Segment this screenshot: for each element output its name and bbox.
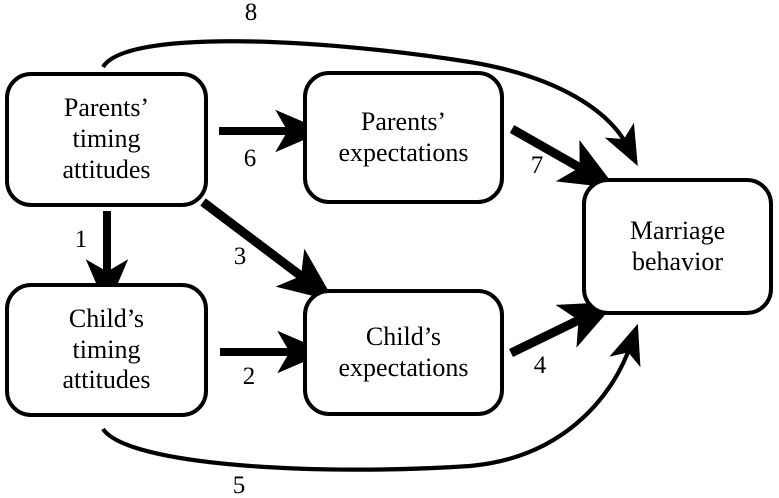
edge-label-3: 3	[233, 243, 247, 270]
node-parents-timing-attitudes[interactable]: Parents’ timing attitudes	[5, 72, 208, 207]
node-parents-expectations[interactable]: Parents’ expectations	[303, 71, 504, 204]
node-child-expectations[interactable]: Child’s expectations	[303, 289, 504, 416]
edge-label-6: 6	[243, 145, 257, 172]
edge-label-4: 4	[533, 352, 547, 379]
edge-7-arrow	[509, 125, 617, 189]
edge-3-arrow	[200, 198, 335, 302]
edge-4-arrow	[509, 301, 617, 358]
edge-8-arrow	[101, 39, 638, 167]
edge-label-5: 5	[232, 472, 246, 498]
edge-label-8: 8	[244, 0, 258, 26]
node-label-parents-expectations: Parents’ expectations	[338, 106, 469, 167]
node-label-child-timing-attitudes: Child’s timing attitudes	[62, 303, 151, 395]
node-child-timing-attitudes[interactable]: Child’s timing attitudes	[5, 283, 208, 417]
node-label-parents-timing-attitudes: Parents’ timing attitudes	[62, 93, 151, 184]
node-label-child-expectations: Child’s expectations	[338, 321, 469, 382]
edge-label-1: 1	[74, 226, 88, 253]
edge-5-arrow	[101, 323, 641, 472]
node-label-marriage-behavior: Marriage behavior	[629, 215, 726, 276]
edge-label-2: 2	[242, 363, 256, 390]
edge-label-7: 7	[530, 152, 544, 179]
node-marriage-behavior[interactable]: Marriage behavior	[582, 178, 773, 315]
